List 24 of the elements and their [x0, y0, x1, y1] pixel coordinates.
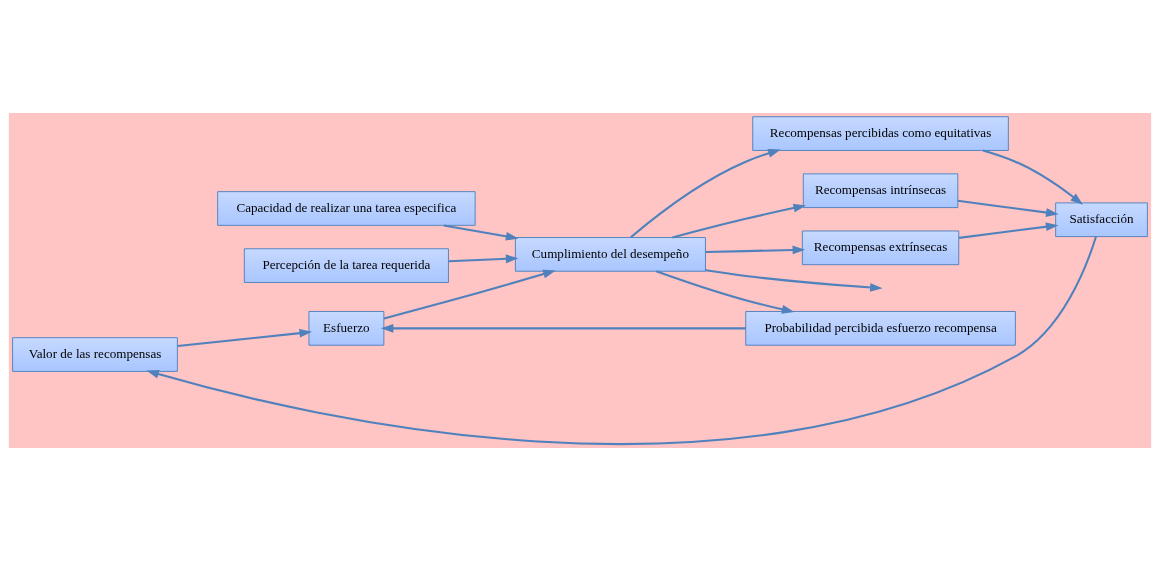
arrow	[146, 236, 1097, 445]
node-box: Recompensas percibidas como equitativas	[752, 116, 1009, 151]
arrow	[380, 323, 746, 333]
node-box: Satisfacción	[1055, 202, 1148, 238]
node-box: Recompensas extrínsecas	[801, 230, 960, 266]
arrow	[958, 222, 1059, 239]
node-box: Probabilidad percibida esfuerzo recompensa	[745, 311, 1016, 346]
arrow	[705, 269, 883, 292]
arrow	[177, 328, 313, 347]
node-box: Cumplimiento del desempeño	[514, 237, 706, 272]
node-box: Recompensas intrínsecas	[802, 173, 959, 209]
arrow	[672, 203, 807, 239]
node-box: Valor de las recompensas	[12, 337, 178, 372]
arrow	[443, 224, 519, 241]
arrow	[656, 270, 795, 314]
node-box: Capacidad de realizar una tarea especifica	[217, 191, 476, 226]
arrow	[957, 199, 1059, 217]
node-box: Percepción de la tarea requerida	[243, 248, 449, 283]
arrow	[982, 149, 1084, 205]
arrow	[630, 149, 781, 238]
arrow	[705, 245, 806, 255]
arrow	[448, 254, 519, 264]
node-box: Esfuerzo	[308, 311, 385, 346]
arrow	[383, 269, 556, 320]
